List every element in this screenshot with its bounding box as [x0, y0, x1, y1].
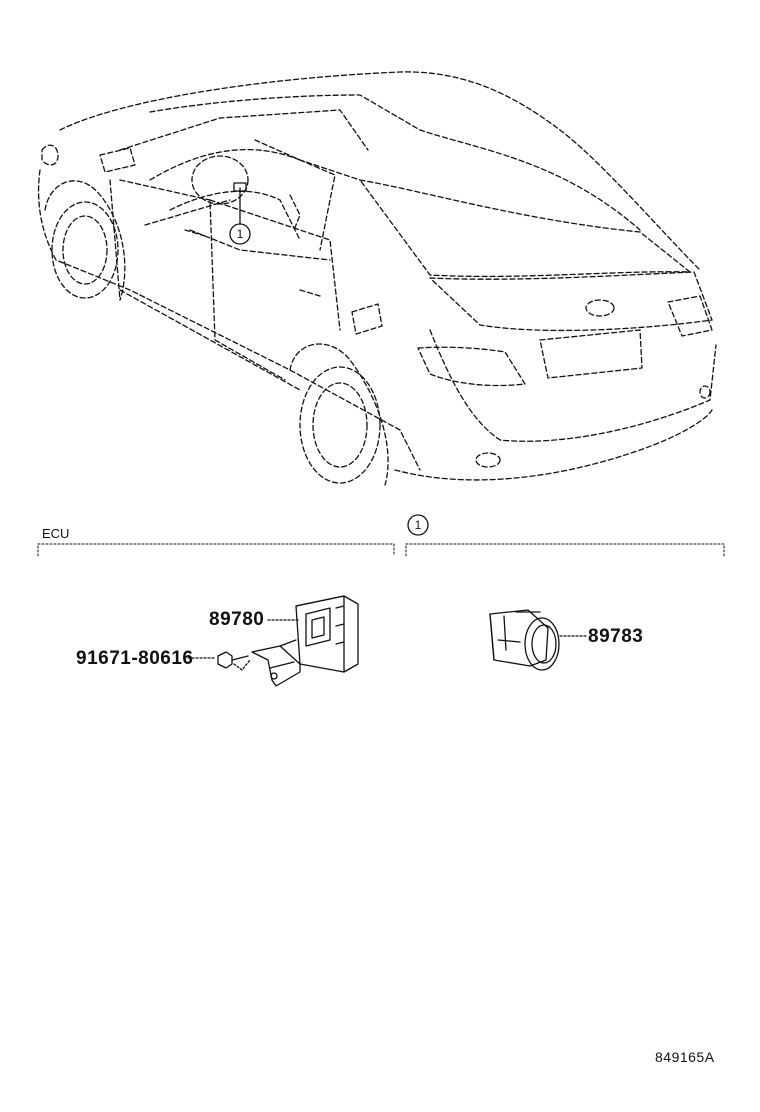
- car-illustration: [37, 71, 717, 486]
- part-number-sensor: 89783: [588, 626, 644, 647]
- ecu-section-label: ECU: [42, 526, 70, 541]
- sensor-drawing: [489, 609, 589, 671]
- part-number-screw: 91671-80616: [76, 648, 194, 669]
- car-callout-leader: [229, 182, 251, 245]
- ecu-section-bracket: [37, 543, 395, 557]
- sensor-section-bracket: [405, 514, 725, 557]
- sensor-section-callout: 1: [414, 518, 422, 532]
- reference-code: 849165A: [655, 1049, 715, 1065]
- car-callout-number: 1: [236, 227, 244, 241]
- ecu-bracket-drawing: [187, 595, 359, 687]
- part-number-ecu: 89780: [209, 609, 265, 630]
